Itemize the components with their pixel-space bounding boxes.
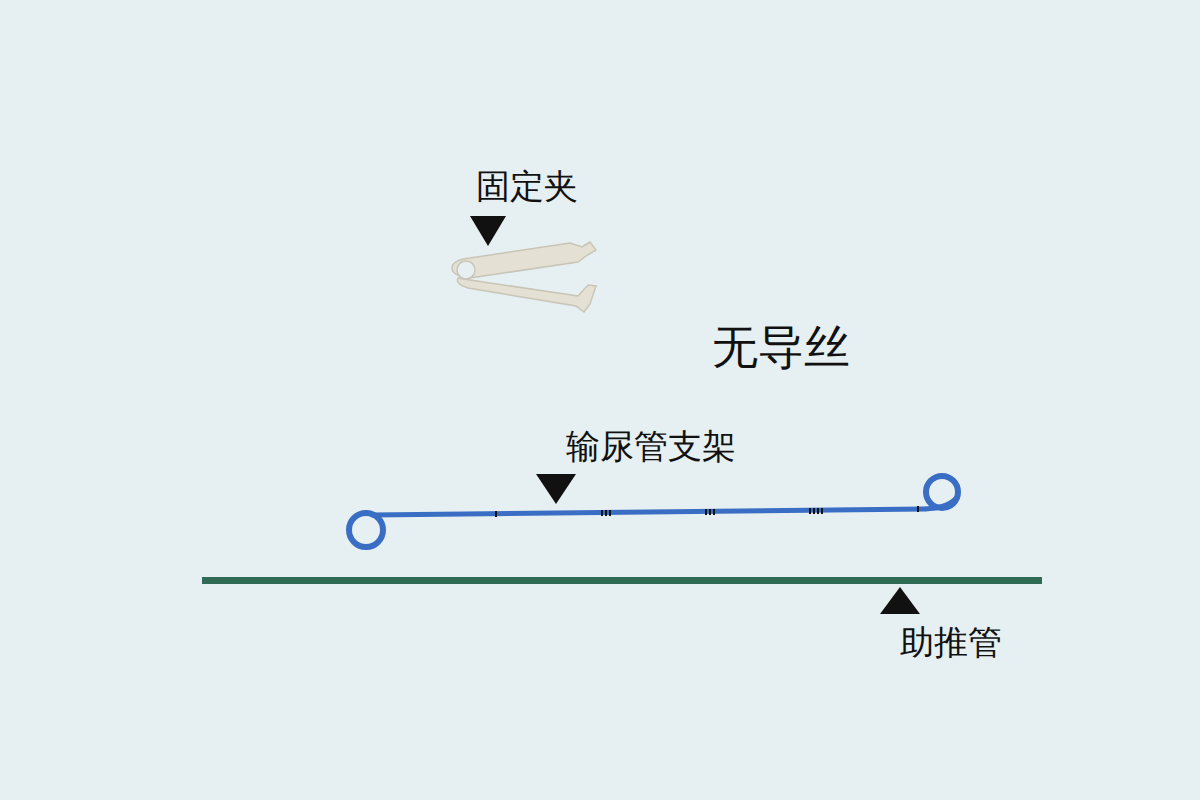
part-label: 输尿管支架 — [566, 428, 736, 465]
pointer-triangle — [470, 216, 506, 246]
pointer-triangle — [536, 474, 576, 504]
fixing-clip — [452, 242, 596, 312]
part-label: 固定夹 — [476, 168, 578, 205]
part-label: 助推管 — [900, 624, 1002, 661]
ureteral-stent — [349, 476, 958, 547]
pusher-tube — [202, 577, 1042, 584]
part-label: 无导丝 — [712, 322, 850, 373]
pointer-triangle — [880, 587, 920, 614]
